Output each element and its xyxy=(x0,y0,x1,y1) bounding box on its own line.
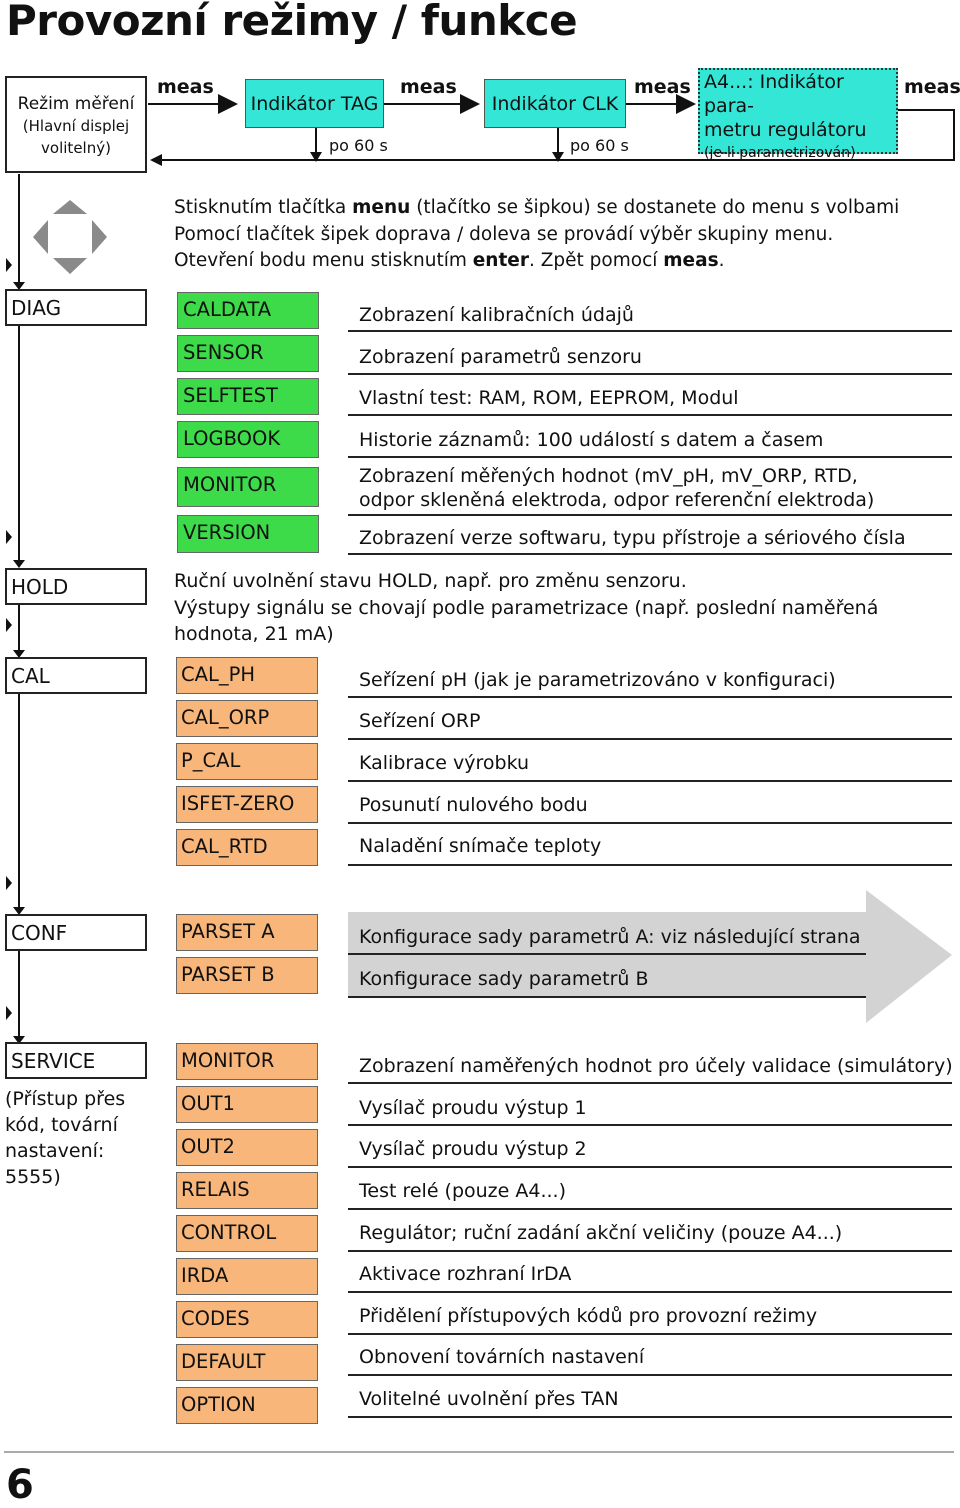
service-item-out1[interactable]: OUT1 xyxy=(176,1086,318,1123)
diag-desc: Zobrazení kalibračních údajů xyxy=(359,304,634,326)
mode-line1: Režim měření xyxy=(17,94,135,114)
service-desc: Obnovení továrních nastavení xyxy=(359,1346,645,1368)
conf-item-parset-a[interactable]: PARSET A xyxy=(176,914,318,951)
service-item-relais[interactable]: RELAIS xyxy=(176,1172,318,1209)
diag-desc: Zobrazení verze softwaru, typu přístroje… xyxy=(359,527,906,549)
diag-item-sensor[interactable]: SENSOR xyxy=(177,335,319,372)
menu-cal[interactable]: CAL xyxy=(5,657,147,694)
service-item-control[interactable]: CONTROL xyxy=(176,1215,318,1252)
diag-desc: Historie záznamů: 100 událostí s datem a… xyxy=(359,429,824,451)
menu-diag[interactable]: DIAG xyxy=(5,289,147,326)
conf-arrow-shape xyxy=(348,890,952,1023)
cal-desc: Posunutí nulového bodu xyxy=(359,794,588,816)
conf-item-parset-b[interactable]: PARSET B xyxy=(176,957,318,994)
a4-line1: A4...: Indikátor para- xyxy=(704,71,844,117)
return-line xyxy=(158,109,955,161)
tag-indicator-box: Indikátor TAG xyxy=(245,79,384,128)
service-access-note: (Přístup přes kód, tovární nastavení: 55… xyxy=(5,1088,126,1188)
cal-item-cal-rtd[interactable]: CAL_RTD xyxy=(176,829,318,866)
cal-item-p-cal[interactable]: P_CAL xyxy=(176,743,318,780)
diag-item-version[interactable]: VERSION xyxy=(177,515,319,553)
service-desc: Přidělení přístupových kódů pro provozní… xyxy=(359,1305,818,1327)
service-desc: Aktivace rozhraní IrDA xyxy=(359,1263,572,1285)
cal-item-cal-ph[interactable]: CAL_PH xyxy=(176,657,318,694)
diag-item-caldata[interactable]: CALDATA xyxy=(177,292,319,329)
service-item-irda[interactable]: IRDA xyxy=(176,1258,318,1295)
service-item-out2[interactable]: OUT2 xyxy=(176,1129,318,1166)
diag-desc: odpor skleněná elektroda, odpor referenč… xyxy=(359,489,875,511)
po60-label: po 60 s xyxy=(570,136,629,155)
service-item-default[interactable]: DEFAULT xyxy=(176,1344,318,1381)
meas-label: meas xyxy=(400,76,457,98)
arrow-keypad-icon xyxy=(33,200,107,274)
service-item-monitor[interactable]: MONITOR xyxy=(176,1043,318,1080)
service-desc: Test relé (pouze A4...) xyxy=(359,1180,567,1202)
clk-indicator-box: Indikátor CLK xyxy=(484,79,626,128)
diag-desc: Zobrazení parametrů senzoru xyxy=(359,346,642,368)
service-item-codes[interactable]: CODES xyxy=(176,1301,318,1338)
service-desc: Vysílač proudu výstup 2 xyxy=(359,1138,587,1160)
mode-line3: volitelný) xyxy=(41,139,111,157)
meas-label: meas xyxy=(157,76,214,98)
cal-desc: Naladění snímače teploty xyxy=(359,835,602,857)
conf-desc: Konfigurace sady parametrů A: viz násled… xyxy=(359,926,861,948)
diag-item-monitor[interactable]: MONITOR xyxy=(177,467,319,507)
conf-desc: Konfigurace sady parametrů B xyxy=(359,968,649,990)
po60-label: po 60 s xyxy=(329,136,388,155)
diag-item-selftest[interactable]: SELFTEST xyxy=(177,378,319,415)
menu-hold[interactable]: HOLD xyxy=(5,568,147,605)
meas-label: meas xyxy=(904,76,960,98)
menu-service[interactable]: SERVICE xyxy=(5,1042,147,1079)
return-arrowhead xyxy=(150,154,162,166)
a4-line2: metru regulátoru xyxy=(704,119,867,141)
a4-note: (je-li parametrizován) xyxy=(704,145,856,161)
page-title: Provozní režimy / funkce xyxy=(6,0,578,45)
diag-desc: Zobrazení měřených hodnot (mV_pH, mV_ORP… xyxy=(359,465,858,487)
cal-desc: Seřízení ORP xyxy=(359,710,481,732)
meas-label: meas xyxy=(634,76,691,98)
measure-mode-box: Režim měření (Hlavní displej volitelný) xyxy=(5,76,147,173)
cal-item-isfet-zero[interactable]: ISFET-ZERO xyxy=(176,786,318,823)
service-desc: Volitelné uvolnění přes TAN xyxy=(359,1388,619,1410)
service-desc: Regulátor; ruční zadání akční veličiny (… xyxy=(359,1222,843,1244)
diag-item-logbook[interactable]: LOGBOOK xyxy=(177,421,319,458)
hold-description: Ruční uvolnění stavu HOLD, např. pro změ… xyxy=(174,570,879,645)
a4-indicator-box: A4...: Indikátor para- metru regulátoru … xyxy=(698,68,898,161)
menu-conf[interactable]: CONF xyxy=(5,914,147,951)
service-item-option[interactable]: OPTION xyxy=(176,1387,318,1424)
intro-text: Stisknutím tlačítka menu (tlačítko se ši… xyxy=(174,197,900,271)
cal-item-cal-orp[interactable]: CAL_ORP xyxy=(176,700,318,737)
diag-desc: Vlastní test: RAM, ROM, EEPROM, Modul xyxy=(359,387,739,409)
service-desc: Zobrazení naměřených hodnot pro účely va… xyxy=(359,1055,953,1077)
cal-desc: Seřízení pH (jak je parametrizováno v ko… xyxy=(359,669,836,691)
page-number: 6 xyxy=(6,1462,34,1508)
cal-desc: Kalibrace výrobku xyxy=(359,752,530,774)
mode-line2: (Hlavní displej xyxy=(22,117,130,135)
service-desc: Vysílač proudu výstup 1 xyxy=(359,1097,587,1119)
